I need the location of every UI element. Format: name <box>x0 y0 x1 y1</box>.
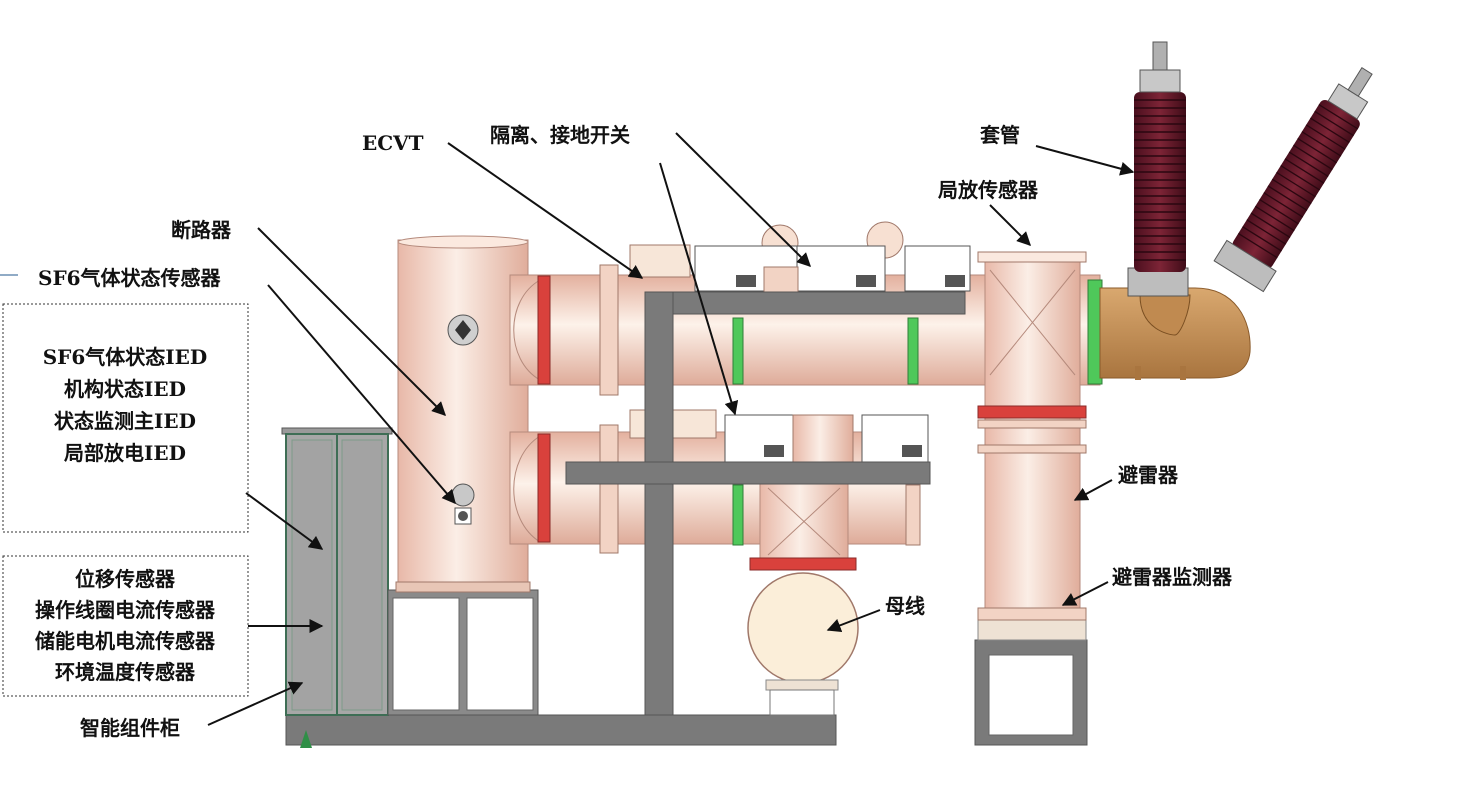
ied-box: SF6气体状态IED 机构状态IED 状态监测主IED 局部放电IED <box>2 303 249 533</box>
busbar-vessel <box>747 572 859 716</box>
ied-line: SF6气体状态IED <box>43 345 208 369</box>
label-cabinet: 智能组件柜 <box>80 716 180 740</box>
arrow-arrester-monitor <box>1061 581 1109 606</box>
arrow-cabinet <box>207 681 304 726</box>
arrow-disconnector-1 <box>675 132 811 267</box>
arrow-breaker <box>257 227 446 416</box>
arrow-arrester <box>1073 479 1113 501</box>
lower-busbar-pipe <box>509 424 921 571</box>
switch-mechanisms <box>629 221 971 464</box>
sensor-line: 操作线圈电流传感器 <box>35 598 216 622</box>
arrow-bushing <box>1035 145 1135 176</box>
ied-line: 局部放电IED <box>63 441 186 465</box>
label-arrester-monitor: 避雷器监测器 <box>1112 565 1233 589</box>
label-ecvt: ECVT <box>362 131 424 155</box>
arrow-busbar <box>826 609 881 633</box>
arrow-disconnector-2 <box>659 162 739 416</box>
sensor-box: 位移传感器 操作线圈电流传感器 储能电机电流传感器 环境温度传感器 <box>2 555 249 697</box>
arrow-pd-sensor <box>989 204 1031 246</box>
sensor-line: 位移传感器 <box>75 567 176 591</box>
arrow-ecvt <box>447 142 644 279</box>
arrester-column <box>977 251 1087 621</box>
label-sf6-sensor: SF6气体状态传感器 <box>38 266 222 290</box>
label-busbar: 母线 <box>885 594 925 618</box>
equipment <box>0 41 1373 748</box>
ied-line: 机构状态IED <box>64 377 186 401</box>
smart-cabinet <box>281 427 539 748</box>
bushing-assembly <box>1099 41 1373 380</box>
label-disconnector: 隔离、接地开关 <box>490 123 630 147</box>
label-pd-sensor: 局放传感器 <box>937 178 1039 202</box>
label-bushing: 套管 <box>980 123 1020 147</box>
breaker-vessel <box>395 235 531 593</box>
base-frame <box>285 714 837 746</box>
labels: ECVT 隔离、接地开关 套管 局放传感器 断路器 SF6气体状态传感器 避雷器… <box>38 123 1233 740</box>
arrow-ied-box <box>245 492 324 550</box>
sensor-line: 环境温度传感器 <box>55 660 196 684</box>
sensor-line: 储能电机电流传感器 <box>35 629 216 653</box>
leader-arrows <box>207 132 1135 726</box>
label-arrester: 避雷器 <box>1118 463 1179 487</box>
ied-line: 状态监测主IED <box>54 409 196 433</box>
label-breaker: 断路器 <box>171 218 232 242</box>
arrow-sf6-sensor <box>267 284 456 505</box>
support-frame <box>565 291 966 716</box>
